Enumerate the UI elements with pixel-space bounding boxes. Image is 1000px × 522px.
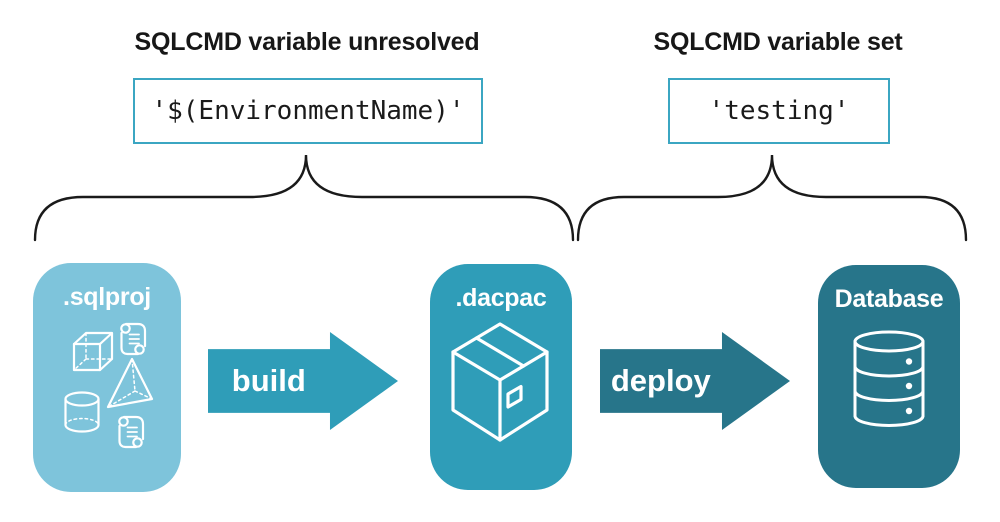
script-scroll-icon (118, 415, 145, 449)
heading-sqlcmd-set: SQLCMD variable set (653, 28, 903, 56)
script-scroll-icon (120, 322, 147, 356)
db-dot (905, 382, 913, 390)
right-curly-brace (576, 154, 968, 242)
node-database: Database (818, 265, 960, 488)
heading-sqlcmd-unresolved: SQLCMD variable unresolved (134, 28, 480, 56)
code-environment-variable: '$(EnvironmentName)' (151, 96, 465, 126)
left-curly-brace (33, 154, 575, 242)
pyramid-icon (106, 357, 154, 409)
code-testing-value: 'testing' (708, 96, 850, 126)
db-dot (905, 358, 913, 365)
node-sqlproj: .sqlproj (33, 263, 181, 492)
node-sqlproj-label: .sqlproj (63, 283, 151, 311)
package-box-icon (451, 322, 549, 442)
code-box-environment-variable: '$(EnvironmentName)' (133, 78, 483, 144)
cube-icon (72, 331, 114, 372)
node-dacpac-label: .dacpac (455, 284, 547, 312)
build-arrow: build (208, 332, 398, 430)
database-cylinder-icon (853, 330, 925, 427)
code-box-testing-value: 'testing' (668, 78, 890, 144)
node-database-label: Database (834, 285, 944, 313)
node-dacpac: .dacpac (430, 264, 572, 490)
db-dot (905, 407, 913, 415)
deploy-arrow-label: deploy (610, 363, 711, 398)
cylinder-icon (64, 391, 100, 433)
build-arrow-label: build (231, 363, 306, 398)
sql-objects-and-scripts-icon (64, 322, 154, 449)
deploy-arrow: deploy (600, 332, 790, 430)
